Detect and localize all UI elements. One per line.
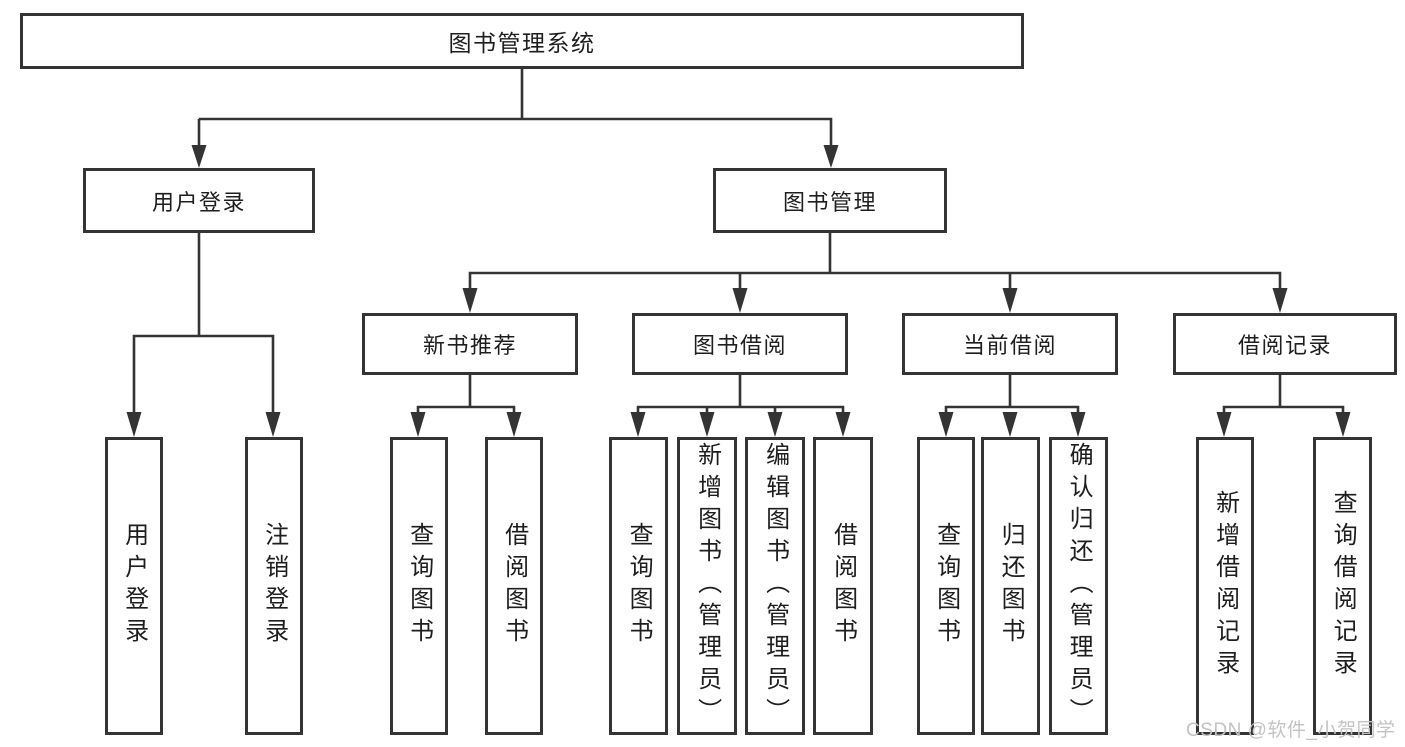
node-new-book-recommendation: 新书推荐 (362, 313, 578, 375)
arrowhead (1216, 412, 1232, 437)
arrowhead (1002, 288, 1018, 313)
leaf-borrow-books-borrowing: 借阅图书 (813, 437, 873, 735)
node-label: 借阅记录 (1237, 333, 1332, 358)
arrowheads (126, 145, 1351, 437)
arrowhead (938, 412, 954, 437)
leaf-edit-books-admin: 编辑图书（管理员） (745, 437, 805, 735)
tree-edges (132, 68, 1345, 416)
node-current-borrowing: 当前借阅 (902, 313, 1118, 375)
arrowhead (265, 412, 281, 437)
arrowhead (1272, 288, 1288, 313)
arrowhead (1335, 412, 1351, 437)
arrowhead (835, 412, 851, 437)
arrowhead (767, 412, 783, 437)
node-label: 确认归还（管理员） (1065, 442, 1093, 730)
arrowhead (1070, 412, 1086, 437)
leaf-add-books-admin: 新增图书（管理员） (677, 437, 737, 735)
node-label: 图书借阅 (692, 333, 787, 358)
arrowhead (732, 288, 748, 313)
node-borrowing-records: 借阅记录 (1173, 313, 1397, 375)
node-label: 用户登录 (120, 522, 148, 650)
node-label: 新增图书（管理员） (693, 442, 721, 730)
node-book-borrowing: 图书借阅 (632, 313, 848, 375)
leaf-user-login: 用户登录 (105, 437, 163, 735)
node-label: 查询图书 (625, 522, 653, 650)
arrowhead (1002, 412, 1018, 437)
node-label: 查询借阅记录 (1329, 490, 1357, 682)
node-label: 查询图书 (405, 522, 433, 650)
node-label: 注销登录 (260, 522, 288, 650)
node-label: 图书管理系统 (448, 30, 596, 56)
node-label: 编辑图书（管理员） (761, 442, 789, 730)
arrowhead (699, 412, 715, 437)
leaf-return-books: 归还图书 (981, 437, 1040, 735)
node-label: 借阅图书 (829, 522, 857, 650)
leaf-logout: 注销登录 (245, 437, 303, 735)
node-label: 当前借阅 (962, 333, 1057, 358)
leaf-borrow-books-recommend: 借阅图书 (485, 437, 543, 735)
leaf-query-books-recommend: 查询图书 (390, 437, 448, 735)
csdn-watermark: CSDN @软件_小贺同学 (1186, 720, 1396, 741)
arrowhead (410, 412, 426, 437)
leaf-query-books-borrowing: 查询图书 (609, 437, 668, 735)
leaf-query-books-current: 查询图书 (917, 437, 975, 735)
node-library-management-system: 图书管理系统 (20, 13, 1024, 69)
leaf-query-borrow-record: 查询借阅记录 (1313, 437, 1372, 735)
node-label: 新书推荐 (422, 333, 517, 358)
arrowhead (630, 412, 646, 437)
node-label: 借阅图书 (500, 522, 528, 650)
node-label: 用户登录 (151, 189, 246, 215)
node-label: 查询图书 (932, 522, 960, 650)
arrowhead (506, 412, 522, 437)
node-user-login: 用户登录 (83, 168, 315, 233)
arrowhead (126, 412, 142, 437)
arrowhead (462, 288, 478, 313)
leaf-confirm-return-admin: 确认归还（管理员） (1049, 437, 1108, 735)
arrowhead (823, 145, 839, 168)
node-book-management: 图书管理 (713, 168, 947, 233)
node-label: 图书管理 (782, 189, 877, 215)
arrowhead (191, 145, 207, 168)
node-label: 新增借阅记录 (1211, 490, 1239, 682)
leaf-add-borrow-record: 新增借阅记录 (1196, 437, 1254, 735)
node-label: 归还图书 (997, 522, 1025, 650)
